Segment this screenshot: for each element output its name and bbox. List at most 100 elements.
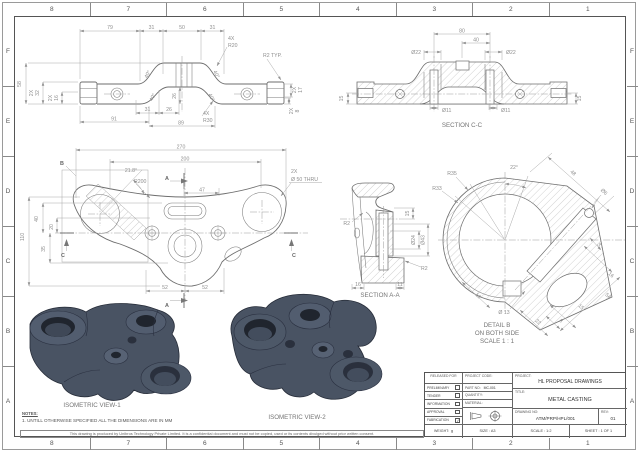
approval-row: TENDER	[425, 392, 463, 401]
zone-label: E	[2, 87, 14, 157]
weight-label: WEIGHT:	[434, 429, 449, 434]
section-aa-view: R2 15 Ø24 Ø43 R2 16 11 SECTION A-A	[340, 182, 430, 299]
zone-label: B	[626, 297, 638, 367]
dim-label: R2 TYP.	[263, 53, 282, 59]
zone-label: 3	[397, 438, 473, 450]
zone-label: F	[2, 17, 14, 87]
dim-label: R2	[421, 266, 428, 272]
checkbox	[455, 409, 460, 415]
view-label: ISOMETRIC VIEW-2	[268, 414, 326, 421]
detail-b-view: 22° R35 R33 48 Ø6 3 16 54 15 8 22 Ø 13	[432, 152, 625, 345]
dim-label: 40°	[144, 70, 153, 80]
dim-label: R2	[343, 221, 350, 227]
dim-label: 91	[111, 117, 117, 123]
rev-value: 01	[610, 416, 616, 421]
section-cc-view: 80 40 Ø22 Ø22 Ø11 Ø11 15 15 SECTION C-C	[339, 29, 583, 130]
isometric-view-1	[29, 303, 192, 401]
zone-label: 8	[14, 438, 91, 450]
dim-label: R200	[134, 179, 147, 185]
dim-label: 31	[145, 107, 151, 113]
section-arrow-label: C	[292, 253, 296, 259]
zone-label: F	[626, 17, 638, 87]
dim-label: 22°	[510, 165, 518, 171]
approval-row: PRELIMINARY	[425, 384, 463, 393]
dim-label: 11	[397, 282, 402, 288]
approval-label: APPROVAL	[427, 410, 445, 415]
approval-row: INFORMATION	[425, 400, 463, 409]
dim-label: 31	[210, 25, 216, 31]
dim-label: 15	[405, 211, 411, 217]
zone-label: B	[2, 297, 14, 367]
view-label: SCALE 1 : 1	[480, 338, 515, 345]
zone-label: 1	[585, 440, 590, 447]
dim-label: 15	[339, 96, 345, 102]
zone-label: 1	[585, 5, 590, 13]
approval-row: APPROVAL	[425, 408, 463, 417]
sheet-inner-frame	[14, 16, 626, 437]
notes-line: 1. UNTILL OTHERWISE SPECIFIED ALL THE DI…	[22, 418, 173, 423]
dim-label: 2X	[289, 107, 295, 114]
dim-label: 16	[355, 282, 361, 288]
checkbox-checked: ✓	[455, 418, 460, 424]
part-no-label: PART NO:	[465, 385, 481, 390]
quantity-label: QUANTITY:	[465, 393, 483, 397]
rev-label: REV:	[601, 410, 609, 414]
dim-label: 20	[49, 224, 55, 230]
zone-label: 7	[91, 438, 167, 450]
checkbox	[455, 393, 460, 399]
dim-label: Ø24	[411, 235, 417, 245]
zone-label: 5	[244, 2, 320, 16]
dim-label: 17	[298, 87, 304, 93]
dim-label: 2X	[292, 86, 298, 93]
drawing-no-value: ATM/PRP/HPL/001	[535, 416, 576, 421]
view-label: ON BOTH SIDE	[475, 330, 519, 337]
dim-label: 48	[569, 169, 577, 177]
dim-label: 2X	[29, 89, 35, 96]
detail-mark-label: B	[60, 161, 64, 167]
view-label: SECTION C-C	[442, 122, 483, 129]
project-value: HL PROPOSAL DRAWINGS	[538, 379, 602, 385]
zone-label: 8	[14, 2, 91, 16]
dim-label: Ø11	[501, 108, 511, 114]
dim-label: 47	[199, 188, 205, 194]
dim-label: 21.8°	[125, 168, 137, 174]
zone-label: 6	[167, 2, 244, 16]
zone-label: 6	[167, 438, 244, 450]
projection-symbol	[469, 410, 501, 422]
dim-label: 270	[177, 145, 186, 151]
view-label: DETAIL B	[484, 322, 511, 329]
dim-label: Ø43	[421, 235, 427, 245]
dim-label: Ø 13	[498, 310, 509, 316]
dim-label: 58	[17, 81, 23, 87]
approval-label: INFORMATION	[427, 401, 450, 406]
dim-label: 54	[604, 292, 612, 300]
zone-label: 7	[91, 2, 167, 16]
approval-label: PRELIMINARY	[427, 385, 450, 390]
dim-label: 31	[149, 25, 155, 31]
dim-label: 3	[596, 242, 602, 248]
dim-label: R33	[432, 186, 442, 192]
dim-label: 40°	[206, 93, 215, 103]
approval-row: FABRICATION ✓	[425, 416, 463, 425]
dim-label: 32	[35, 90, 41, 96]
project-label: PROJECT:	[515, 374, 532, 378]
zone-label: 5	[244, 438, 320, 450]
dim-label: 50	[179, 25, 185, 31]
size-label: SIZE : A3	[479, 429, 496, 434]
scale-label: SCALE : 1:2	[530, 429, 552, 434]
zone-label: 3	[397, 2, 473, 16]
dim-label: 8	[295, 109, 301, 112]
dim-label: R20	[228, 43, 238, 49]
project-code-label: PROJECT CODE:	[465, 374, 493, 378]
dim-label: 4X	[203, 111, 210, 117]
dim-label: Ø11	[442, 108, 452, 114]
dim-label: 26	[166, 107, 172, 113]
dim-label: 4X	[228, 36, 235, 42]
dim-label: 52	[202, 285, 208, 291]
dim-label: 110	[20, 233, 26, 241]
zone-label: D	[626, 157, 638, 227]
approval-label: FABRICATION	[427, 418, 449, 423]
released-for-label: RELEASED FOR	[430, 374, 457, 378]
zone-label: 2	[473, 2, 550, 16]
